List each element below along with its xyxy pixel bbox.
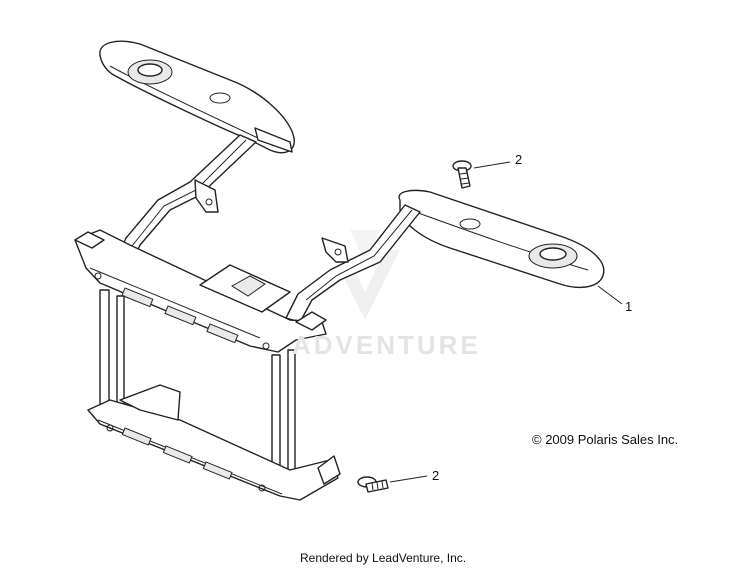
upper-frame [74, 229, 327, 353]
upper-bolt [452, 160, 472, 189]
rendered-by-footer: Rendered by LeadVenture, Inc. [300, 551, 467, 565]
upper-bolt-leader [473, 161, 511, 169]
right-armrest-pad [398, 189, 605, 289]
lower-frame [87, 384, 341, 501]
copyright-notice: © 2009 Polaris Sales Inc. [532, 432, 679, 447]
left-support-tube [111, 134, 257, 271]
left-armrest-pad [99, 40, 295, 154]
callout-bolt-lower: 2 [432, 468, 440, 483]
armrest-leader [597, 285, 623, 305]
watermark-text: ADVENTURE [292, 330, 481, 360]
lower-bolt [357, 476, 389, 493]
lower-bolt-leader [389, 475, 428, 483]
callout-bolt-upper: 2 [515, 152, 523, 167]
callout-armrest-assembly: 1 [625, 299, 633, 314]
right-support-tube [285, 204, 421, 323]
